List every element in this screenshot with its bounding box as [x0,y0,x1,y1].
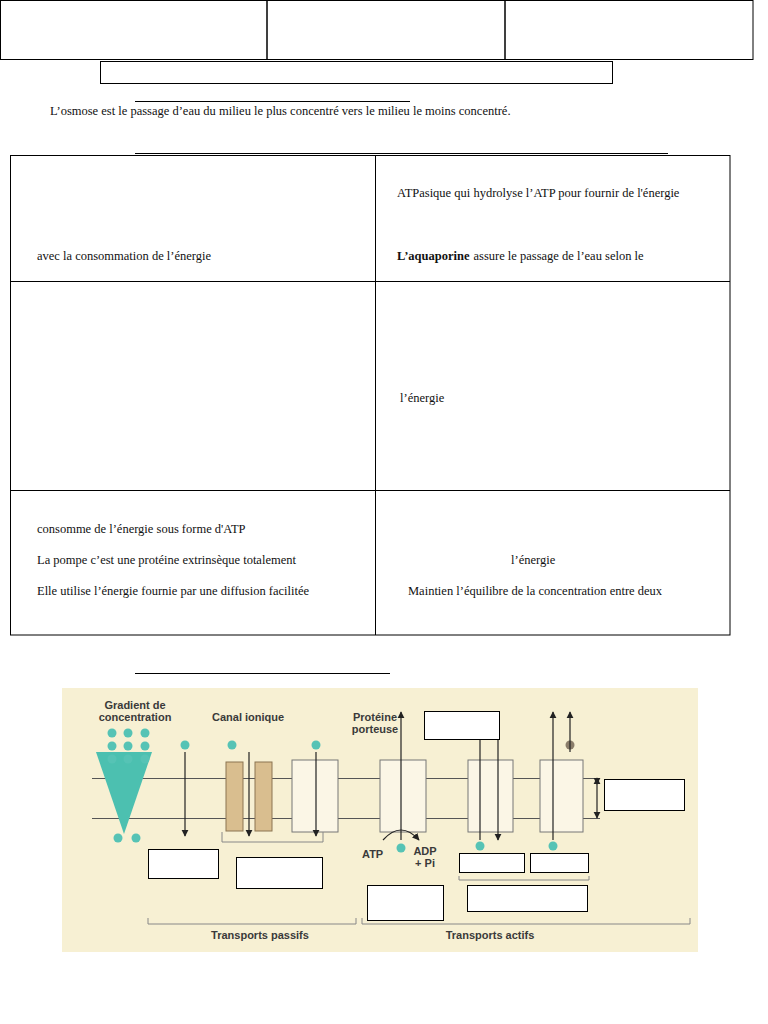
table-cell-text: Elle utilise l’énergie fournie par une d… [37,584,372,599]
diagram-label: ADP + Pi [410,845,440,869]
text: L’aquaporine [397,249,469,263]
table-cell-text: l’énergie [400,391,720,406]
text: ATP [362,848,383,860]
text: La pompe c’est une protéine extrinsèque … [37,553,296,567]
table-cell-text: La pompe c’est une protéine extrinsèque … [37,553,367,568]
text: L’osmose est le passage d’eau du milieu … [50,104,511,118]
text: avec la consommation de l’énergie [37,249,211,263]
table-cell-text: avec la consommation de l’énergie [37,249,367,264]
text: l’énergie [400,391,444,405]
text: Gradient de concentration [99,699,172,723]
table-cell-text: ATPasique qui hydrolyse l’ATP pour fourn… [397,186,727,201]
text: Transports passifs [207,929,313,941]
text: assure le passage de l’eau selon le [473,249,643,263]
text: Transports actifs [442,929,539,941]
table-cell-text: assure le passage de l’eau selon le [473,249,723,264]
diagram-label: Canal ionique [212,711,312,723]
diagram-label: Protéine porteuse [340,711,410,735]
table-cell-text: l’énergie [511,553,721,568]
text: Canal ionique [212,711,284,723]
diagram-label: Gradient de concentration [80,699,190,723]
membrane-illustration [62,688,698,952]
table-cell-text: consomme de l’énergie sous forme d'ATP [37,522,367,537]
text: Protéine porteuse [352,711,398,735]
table-grid [11,156,731,636]
text: ADP + Pi [413,845,436,869]
text: consomme de l’énergie sous forme d'ATP [37,522,246,536]
text: Elle utilise l’énergie fournie par une d… [37,584,309,598]
table-cell-text: Maintien l’équilibre de la concentration… [408,584,726,599]
text: Maintien l’équilibre de la concentration… [408,584,662,598]
sentence: L’osmose est le passage d’eau du milieu … [50,104,690,119]
diagram-label: Transports actifs [420,929,560,941]
diagram-label: ATP [362,848,392,860]
text: l’énergie [511,553,555,567]
table-cell-text: L’aquaporine [397,249,469,264]
text: ATPasique qui hydrolyse l’ATP pour fourn… [397,186,679,200]
header-boxes [1,1,754,84]
diagram-label: Transports passifs [190,929,330,941]
